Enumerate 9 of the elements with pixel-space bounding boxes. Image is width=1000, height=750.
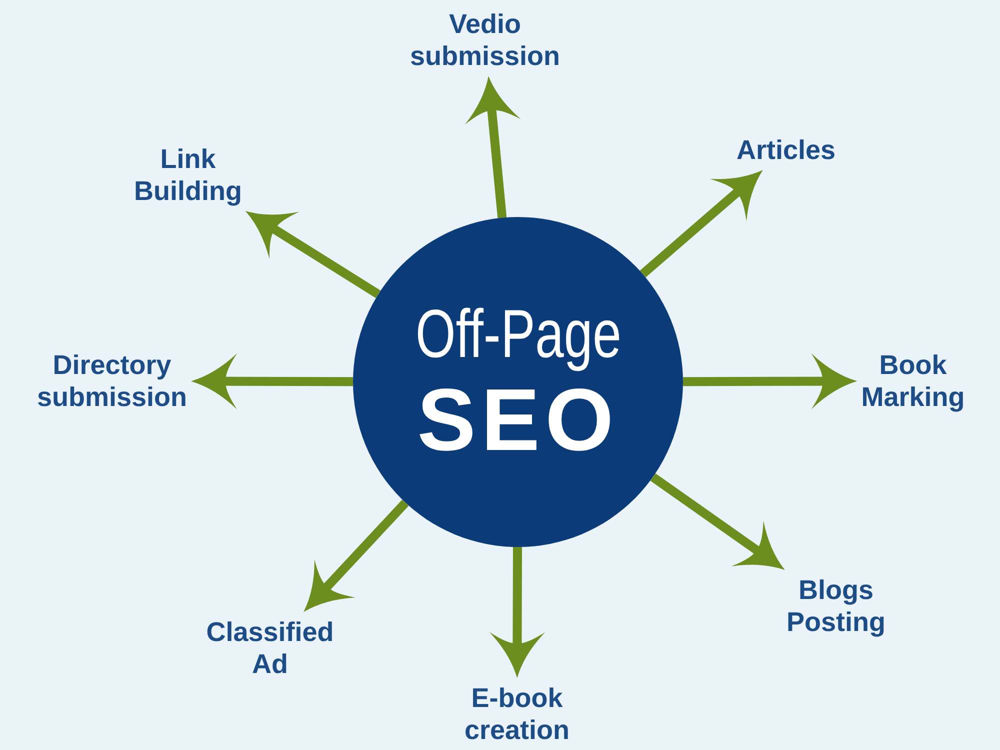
topic-label: Vedio submission <box>410 8 560 72</box>
topic-label: E-book creation <box>464 682 570 746</box>
topic-label: Directory submission <box>36 349 188 413</box>
topic-label: Book Marking <box>861 349 965 413</box>
topic-label: Classified Ad <box>206 616 334 680</box>
circle-title: SEO <box>417 376 619 464</box>
topic-label: Link Building <box>134 143 242 207</box>
topic-label: Blogs Posting <box>786 574 886 638</box>
topic-label: Articles <box>736 134 836 166</box>
